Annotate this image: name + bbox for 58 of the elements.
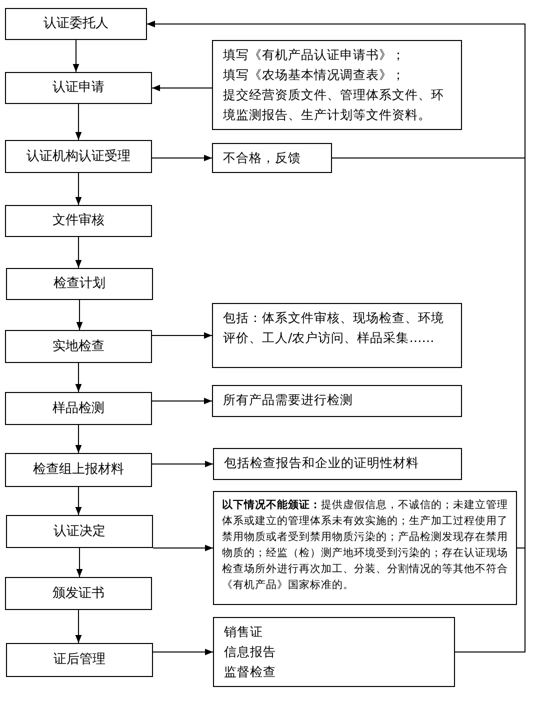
arrow (75, 172, 82, 206)
process-box (6, 643, 153, 677)
process-box (5, 330, 152, 363)
arrow (76, 300, 83, 330)
note-text: 不合格，反馈 (223, 149, 301, 167)
process-label: 认证决定 (54, 522, 106, 540)
note-box (212, 385, 462, 417)
note-text: 监督检查 (224, 663, 276, 681)
arrow (75, 610, 82, 644)
process-label: 颁发证书 (52, 584, 104, 602)
note-box (212, 143, 332, 173)
process-box (5, 8, 147, 40)
note-text: 填写《有机产品认证申请书》； (223, 46, 405, 64)
process-box (5, 72, 152, 104)
note-text: 提交经营资质文件、管理体系文件、环境监测报告、生产计划等文件资料。 (223, 86, 445, 124)
arrow (152, 398, 212, 404)
arrow (75, 424, 82, 454)
note-box (212, 303, 462, 368)
arrow (152, 84, 212, 92)
process-box (6, 515, 153, 548)
note-text: 以下情况不能颁证：提供虚假信息，不诚信的；未建立管理体系或建立的管理体系未有效实施的；生产加工过程使用了禁用物质或者受到禁用物质污染的；产品检测发现存在禁用物质的；经监（检）测产地环境受到污染的；存在认证现场检查场所外进行再次加工、分装、分割情况的等其他不符合《有机产品》国家标准的。 (222, 498, 508, 593)
arrow (152, 648, 214, 656)
process-box (5, 392, 152, 425)
arrow (152, 544, 214, 552)
note-text: 所有产品需要进行检测 (223, 391, 353, 409)
arrow (76, 548, 83, 578)
note-text: 信息报告 (224, 643, 276, 661)
process-label: 证后管理 (54, 651, 106, 669)
process-label: 检查计划 (54, 275, 106, 293)
process-box (5, 577, 152, 610)
arrow (146, 20, 526, 652)
arrow (72, 40, 80, 72)
process-label: 认证申请 (52, 79, 104, 97)
process-box (5, 453, 152, 487)
note-text: 包括检查报告和企业的证明性材料 (224, 454, 419, 472)
process-box (5, 205, 152, 237)
arrow (75, 236, 82, 268)
note-box (213, 448, 462, 480)
arrow (75, 486, 82, 516)
process-label: 认证机构认证受理 (26, 148, 130, 166)
process-box (5, 140, 152, 173)
note-text: 包括：体系文件审核、现场检查、环境评价、工人/农户访问、样品采集…… (223, 309, 445, 347)
arrow (152, 460, 214, 468)
process-label: 文件审核 (52, 212, 104, 230)
note-box (212, 40, 462, 130)
arrow (75, 104, 82, 140)
process-label: 检查组上报材料 (33, 461, 124, 479)
note-box (213, 617, 455, 687)
arrow (75, 362, 82, 392)
process-label: 样品检测 (52, 400, 104, 418)
note-text: 填写《农场基本情况调查表》； (223, 66, 405, 84)
process-label: 认证委托人 (44, 15, 108, 33)
process-label: 实地检查 (52, 338, 104, 356)
arrow (152, 154, 212, 162)
process-box (6, 268, 153, 300)
note-text: 销售证 (224, 623, 263, 641)
arrow (152, 332, 212, 339)
note-box (213, 491, 517, 605)
